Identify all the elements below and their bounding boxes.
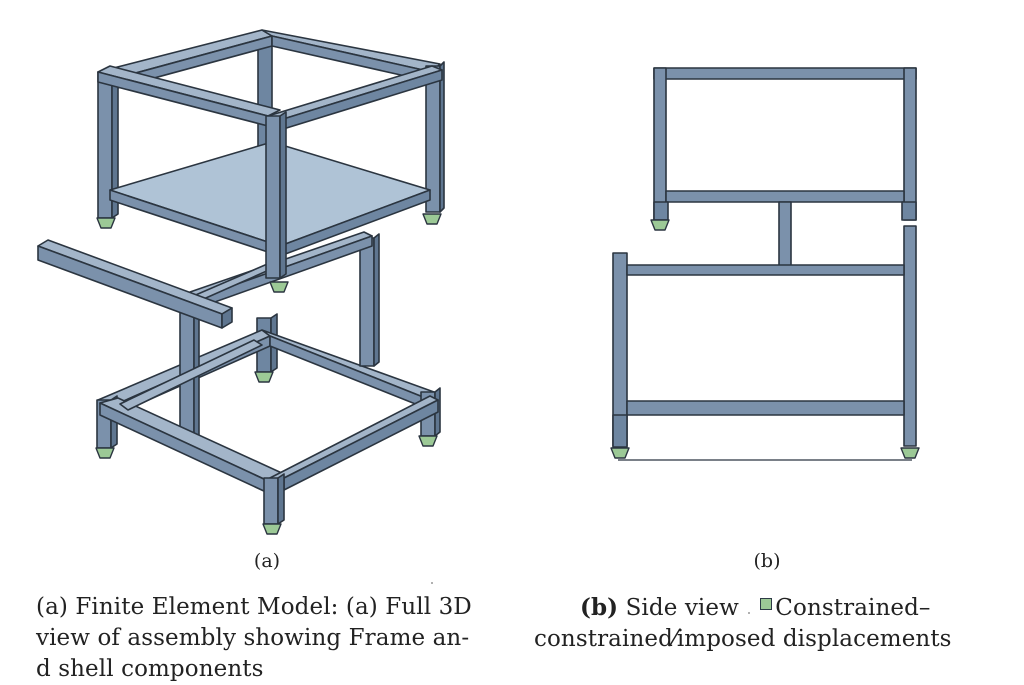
legend-square-icon [760,598,773,610]
cantilever-arm-face [37,245,223,329]
caption-b: (b) Side view Constrained– constrained⁄i… [534,592,1004,655]
b-lower-bottom-beam [626,400,905,416]
upper-front-post [265,115,281,279]
b-top-beam [653,67,917,80]
upper-front-right-beam-face [279,69,443,131]
right-tall-post-side [373,233,380,367]
lower-back-right-beam-face [269,335,429,410]
caption-b-bold: (b) [580,594,619,621]
support-constraint-icon [96,217,116,229]
cantilever-arm-top [37,239,233,315]
caption-b-legend: Constrained– [775,595,931,621]
upper-back-right-beam [261,29,441,73]
b-upper-right-foot [901,201,917,221]
lower-front-right-beam-face [283,399,439,491]
upper-right-post-side [439,61,445,213]
support-constraint-icon [95,447,115,459]
subfigure-b-label: (b) [753,550,781,572]
upper-front-left-beam [97,65,281,117]
b-upper-right-post [903,67,917,221]
support-constraint-icon [418,435,438,447]
support-constraint-icon [900,447,920,459]
support-constraint-icon [254,371,274,383]
b-mid-connector-post [778,201,792,275]
caption-a-line: view of assembly showing Frame an- [36,625,470,651]
lower-front-right-beam [265,395,439,481]
cantilever-arm-end [221,307,233,329]
support-constraint-icon [650,219,670,231]
stray-dot [431,582,433,584]
support-constraint-icon [610,447,630,459]
caption-a-line: d shell components [36,656,264,682]
support-constraint-icon [422,213,442,225]
b-upper-left-post [653,67,667,221]
subfigure-a-label: (a) [253,550,281,572]
lower-back-right-beam [261,329,435,400]
caption-b-text: Side view [618,595,747,621]
b-lower-right-post [903,225,917,447]
stray-dot [748,612,750,614]
figure-b-side-view [610,67,920,461]
figure-a-3d-view [37,29,445,535]
b-lower-left-foot [612,414,628,448]
b-lower-top-beam [626,264,905,276]
caption-b-line: (b) Side view Constrained– [534,592,1004,624]
upper-front-post-side [279,111,287,279]
right-tall-post [359,237,375,367]
lower-front-post [263,477,279,525]
b-upper-left-foot [653,201,669,221]
upper-front-right-beam [267,65,443,121]
support-constraint-icon [269,281,289,293]
support-constraint-icon [262,523,282,535]
b-upper-bottom-beam [665,190,905,203]
lower-cross-beam [119,339,263,411]
caption-b-line: constrained⁄imposed displacements [534,626,952,652]
caption-a: (a) Finite Element Model: (a) Full 3D vi… [36,592,516,685]
lower-front-post-side [277,473,285,525]
caption-a-line: (a) Finite Element Model: (a) Full 3D [36,594,472,620]
upper-front-left-beam-face [97,71,269,127]
